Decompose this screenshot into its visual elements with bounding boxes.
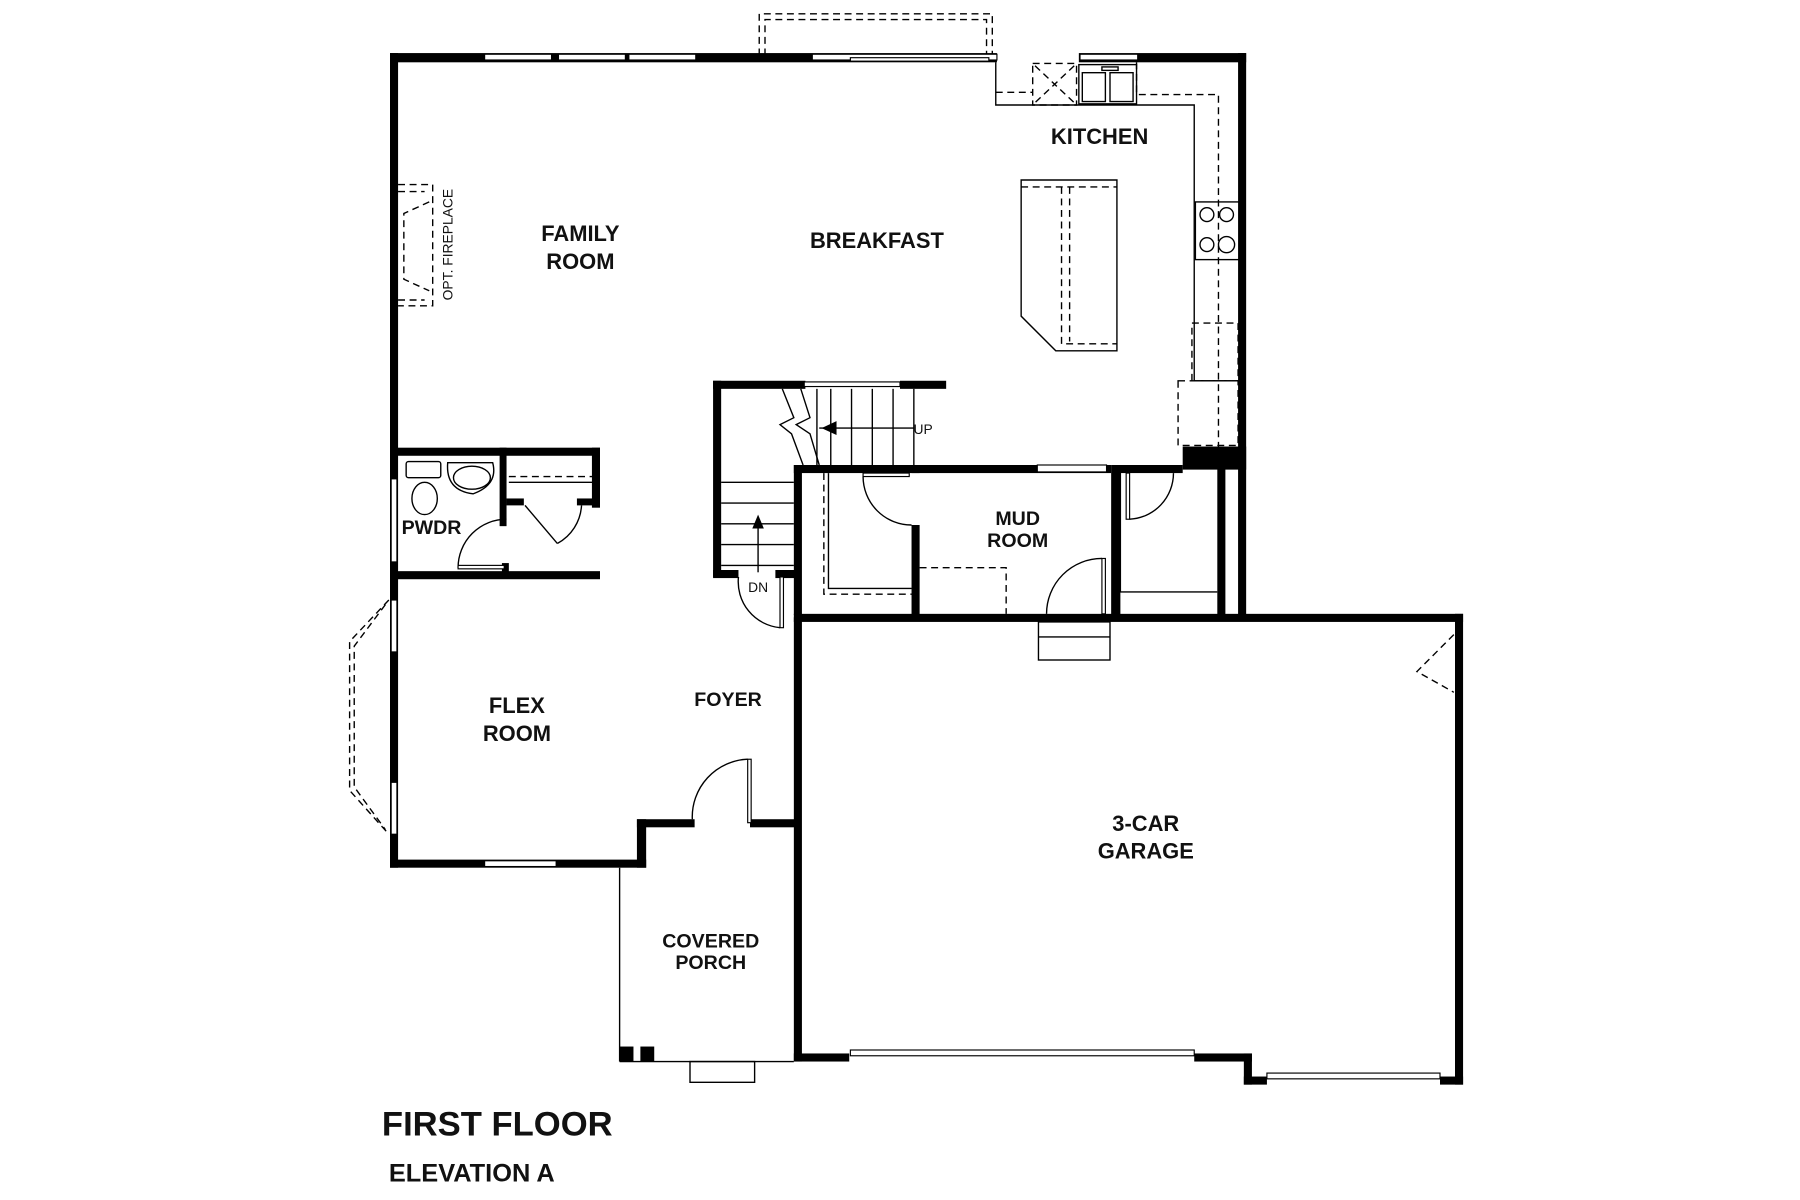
- stairs-up-arrow-icon: [821, 421, 837, 435]
- windows: [484, 53, 1441, 1080]
- svg-text:3-CAR: 3-CAR: [1112, 811, 1179, 836]
- stairs-down-label: DN: [748, 579, 768, 595]
- garage-side-door[interactable]: [1415, 634, 1455, 693]
- pantry-door[interactable]: [862, 472, 912, 526]
- svg-text:FLEX: FLEX: [489, 693, 545, 718]
- cooktop-icon: [1194, 201, 1240, 261]
- exterior-walls: [390, 53, 1464, 1085]
- mud-room-fixtures: [823, 469, 1218, 614]
- sink-icon: [1078, 63, 1138, 105]
- mud-room-walls: [911, 464, 1226, 618]
- room-family: FAMILY ROOM: [541, 221, 620, 274]
- kitchen-island: [1020, 179, 1118, 352]
- svg-text:GARAGE: GARAGE: [1098, 838, 1194, 863]
- room-mud: MUD ROOM: [987, 508, 1048, 552]
- svg-text:MUD: MUD: [995, 508, 1040, 530]
- svg-text:ROOM: ROOM: [546, 249, 614, 274]
- flex-bay-window: [348, 599, 398, 835]
- room-kitchen: KITCHEN: [1051, 124, 1148, 149]
- svg-text:PORCH: PORCH: [675, 952, 746, 974]
- basement-door[interactable]: [737, 576, 785, 629]
- room-powder: PWDR: [402, 517, 462, 539]
- room-porch: COVERED PORCH: [662, 930, 759, 974]
- room-breakfast: BREAKFAST: [810, 228, 944, 253]
- svg-text:ROOM: ROOM: [987, 530, 1048, 552]
- refrigerator-space: [1177, 322, 1239, 447]
- powder-room-walls: [390, 447, 600, 580]
- laundry-door[interactable]: [1125, 472, 1175, 520]
- room-flex: FLEX ROOM: [483, 693, 551, 746]
- svg-text:ROOM: ROOM: [483, 721, 551, 746]
- powder-door[interactable]: [457, 518, 507, 570]
- covered-porch: [618, 867, 794, 1083]
- optional-fireplace: [398, 183, 434, 307]
- closet-door[interactable]: [508, 475, 594, 545]
- front-door[interactable]: [691, 758, 752, 824]
- room-garage: 3-CAR GARAGE: [1098, 811, 1194, 864]
- powder-fixtures: [405, 460, 495, 516]
- garage-entry-step: [1037, 621, 1111, 661]
- garage-entry-door[interactable]: [1045, 557, 1106, 615]
- plan-title: FIRST FLOOR: [382, 1105, 613, 1143]
- room-foyer: FOYER: [694, 689, 762, 711]
- fireplace-annotation: OPT. FIREPLACE: [439, 189, 455, 300]
- plan-subtitle: ELEVATION A: [389, 1160, 555, 1188]
- svg-text:FAMILY: FAMILY: [541, 221, 620, 246]
- stairs-up-label: UP: [913, 421, 932, 437]
- rear-bumpout-outline: [758, 13, 993, 56]
- stairs-down-arrow-icon: [752, 514, 764, 529]
- svg-text:COVERED: COVERED: [662, 930, 759, 952]
